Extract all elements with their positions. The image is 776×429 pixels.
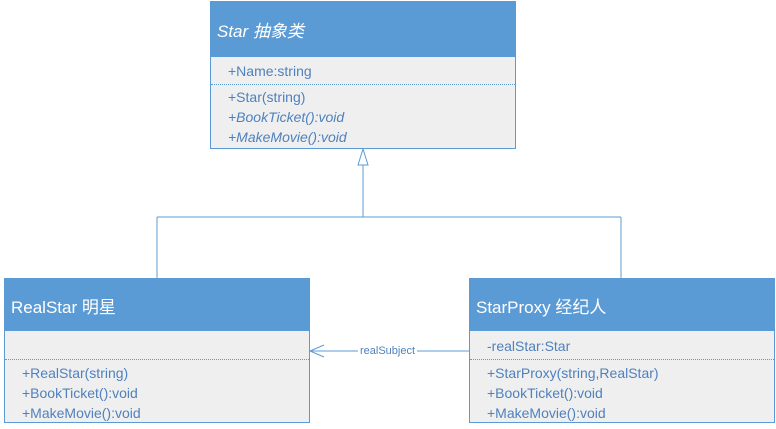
inheritance-arrowhead <box>357 147 369 166</box>
class-realstar-attributes <box>5 331 309 360</box>
operation-row: +Star(string) <box>228 89 306 105</box>
operation-row: +MakeMovie():void <box>22 405 141 421</box>
operation-row: +MakeMovie():void <box>487 405 606 421</box>
association-label: realSubject <box>358 344 418 358</box>
operation-row: +RealStar(string) <box>22 365 129 381</box>
class-realstar[interactable]: RealStar 明星 +RealStar(string) +BookTicke… <box>4 278 310 423</box>
attribute-row: -realStar:Star <box>487 338 571 354</box>
class-starproxy-operations: +StarProxy(string,RealStar) +BookTicket(… <box>470 360 774 423</box>
class-star-title: Star 抽象类 <box>211 2 515 57</box>
attribute-row: +Name:string <box>228 63 312 79</box>
association-arrowhead <box>308 344 325 358</box>
operation-row: +BookTicket():void <box>228 109 345 125</box>
class-starproxy[interactable]: StarProxy 经纪人 -realStar:Star +StarProxy(… <box>469 278 775 423</box>
operation-row: +BookTicket():void <box>487 385 603 401</box>
class-realstar-title: RealStar 明星 <box>5 279 309 331</box>
operation-row: +BookTicket():void <box>22 385 138 401</box>
class-star-operations: +Star(string) +BookTicket():void +MakeMo… <box>211 85 515 147</box>
class-starproxy-title: StarProxy 经纪人 <box>470 279 774 331</box>
class-star[interactable]: Star 抽象类 +Name:string +Star(string) +Boo… <box>210 1 516 149</box>
operation-row: +MakeMovie():void <box>228 129 347 145</box>
class-star-attributes: +Name:string <box>211 57 515 85</box>
operation-row: +StarProxy(string,RealStar) <box>487 365 659 381</box>
class-realstar-operations: +RealStar(string) +BookTicket():void +Ma… <box>5 360 309 423</box>
class-starproxy-attributes: -realStar:Star <box>470 331 774 360</box>
